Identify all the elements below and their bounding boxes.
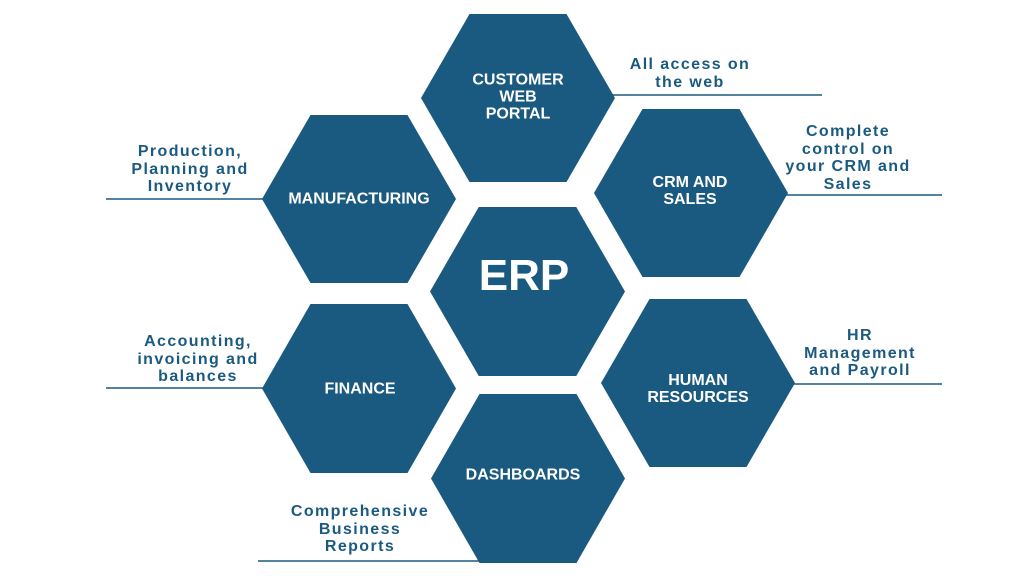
hex-human-resources — [601, 299, 795, 467]
hex-dashboards — [431, 394, 625, 563]
note-dashboards: Comprehensive Business Reports — [290, 503, 430, 555]
hex-customer-web-portal — [421, 14, 615, 182]
hex-label-erp: ERP — [478, 251, 570, 300]
hex-label-crm-and-sales: CRM AND SALES — [652, 174, 728, 208]
hex-finance — [262, 304, 456, 473]
hex-label-manufacturing: MANUFACTURING — [288, 190, 430, 208]
note-crm-and-sales: Complete control on your CRM and Sales — [785, 123, 911, 193]
note-manufacturing: Production, Planning and Inventory — [131, 143, 249, 195]
note-finance: Accounting, invoicing and balances — [137, 333, 259, 385]
hex-erp — [430, 207, 625, 376]
hex-label-human-resources: HUMAN RESOURCES — [647, 372, 749, 406]
note-human-resources: HR Management and Payroll — [804, 327, 916, 379]
hex-label-customer-web-portal: CUSTOMER WEB PORTAL — [472, 71, 564, 123]
hex-crm-and-sales — [594, 109, 788, 277]
hex-label-finance: FINANCE — [324, 380, 396, 398]
hex-manufacturing — [262, 115, 456, 283]
hex-label-dashboards: DASHBOARDS — [465, 466, 581, 484]
note-customer-web-portal: All access on the web — [629, 56, 751, 91]
